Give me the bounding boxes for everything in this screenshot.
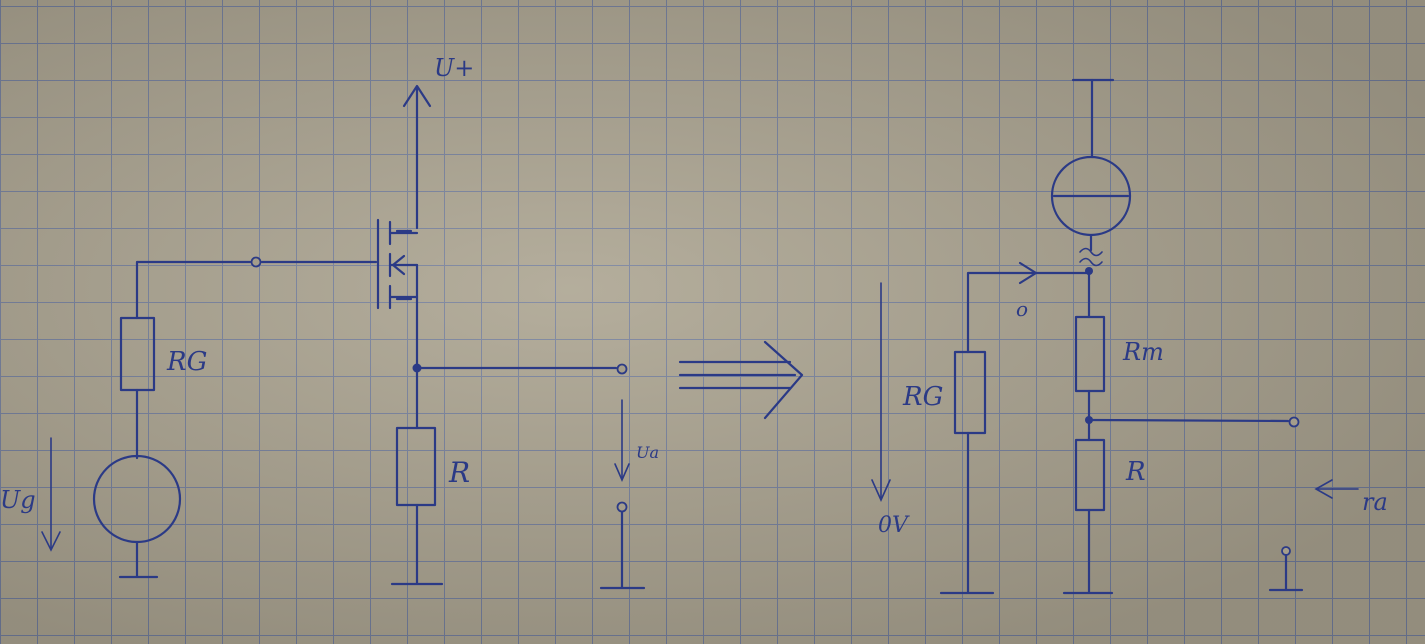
zero-v-label: 0V bbox=[878, 513, 910, 538]
right-circuit: o RG 0V Rm R ra bbox=[871, 78, 1388, 595]
gate-wire-right bbox=[966, 271, 1088, 354]
resistor-rg-left bbox=[119, 316, 156, 392]
resistor-rg-right bbox=[953, 350, 987, 435]
left-circuit: U+ RG bbox=[0, 54, 659, 590]
mosfet-symbol bbox=[376, 218, 419, 370]
resistor-rm bbox=[1074, 315, 1106, 393]
ra-arrow bbox=[1314, 479, 1359, 499]
resistor-r-right bbox=[1074, 438, 1106, 512]
output-terminal-right bbox=[1288, 416, 1300, 428]
ua-label: Ua bbox=[636, 443, 659, 462]
tilde-mark bbox=[1079, 247, 1103, 257]
ug-label: Ug bbox=[0, 486, 36, 514]
supply-label: U+ bbox=[434, 54, 474, 82]
gate-wire bbox=[135, 256, 378, 320]
supply-arrow bbox=[402, 84, 432, 230]
ra-label: ra bbox=[1362, 488, 1388, 516]
zero-v-arrow bbox=[871, 282, 891, 502]
resistor-r-left bbox=[395, 426, 437, 507]
output-terminal-bottom-right bbox=[1281, 546, 1291, 556]
output-terminal-top bbox=[616, 363, 628, 375]
r-right-label: R bbox=[1125, 457, 1146, 487]
gate-terminal bbox=[250, 256, 262, 268]
ug-arrow bbox=[41, 437, 61, 552]
implies-arrow bbox=[678, 340, 804, 420]
ua-arrow bbox=[614, 399, 630, 482]
small-circle-label: o bbox=[1016, 297, 1028, 321]
r-left-label: R bbox=[448, 456, 470, 489]
voltage-source-ug bbox=[92, 454, 182, 544]
output-terminal-bottom bbox=[616, 501, 628, 513]
rm-label: Rm bbox=[1122, 338, 1164, 366]
rg-left-label: RG bbox=[166, 347, 207, 377]
rg-right-label: RG bbox=[902, 382, 943, 412]
